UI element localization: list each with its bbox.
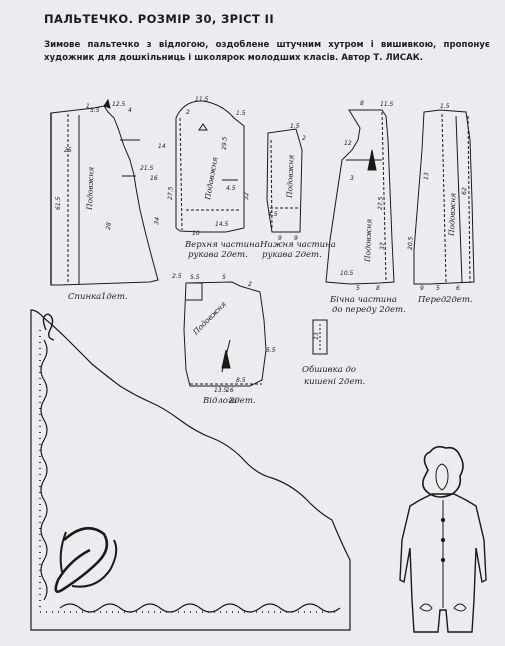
upper_sleeve-measurement: 1.5 — [236, 110, 246, 117]
upper-sleeve-piece — [175, 100, 245, 233]
article-description: Зимове пальтечко з відлогою, оздоблене ш… — [44, 39, 490, 65]
front-grain: Подовжня — [447, 193, 458, 237]
side-front-count: до переду 2дет. — [332, 305, 406, 315]
girl-figure-illustration — [399, 445, 487, 633]
back-measurement: 5.5 — [90, 107, 100, 114]
back-measurement: 28 — [105, 222, 113, 231]
upper_sleeve-measurement: 2 — [186, 109, 190, 116]
embroidery-panel — [30, 309, 351, 631]
back-measurement: 25 — [64, 147, 72, 154]
upper_sleeve-measurement: 27.5 — [167, 186, 174, 200]
front-measurement: 6 — [456, 285, 460, 292]
side_front-measurement: 27.5 — [377, 196, 384, 210]
back-count: 1дет. — [101, 292, 128, 302]
side_front-measurement: 10.5 — [340, 270, 354, 277]
back-measurement: 2.5 — [172, 273, 182, 280]
hood-measurement: 5.5 — [266, 347, 276, 354]
front-measurement: 5 — [436, 285, 440, 292]
pocket-measurement: 13 — [313, 332, 320, 340]
back-piece — [50, 98, 159, 286]
side_front-measurement: 3 — [350, 175, 354, 182]
page-title: ПАЛЬТЕЧКО. РОЗМІР 30, ЗРІСТ II — [44, 12, 275, 26]
lower_sleeve-measurement: 2 — [302, 135, 306, 142]
author-name: Т. ЛИСАК. — [373, 53, 424, 63]
upper_sleeve-measurement: 29.5 — [221, 136, 228, 150]
side_front-measurement: 11.5 — [380, 101, 394, 108]
upper_sleeve-measurement: 10 — [192, 230, 200, 237]
hood-measurement: 2 — [248, 281, 252, 288]
side-front-piece — [325, 109, 395, 285]
side_front-measurement: 8 — [376, 285, 380, 292]
hood-measurement: 8.5 — [236, 377, 246, 384]
back-grain: Подовжня — [85, 167, 96, 211]
hood-piece — [183, 281, 267, 387]
front-measurement: 62 — [461, 187, 468, 195]
pocket-facing-label: Обшивка до — [302, 364, 356, 375]
hood-label: Відлога — [202, 396, 237, 406]
lower_sleeve-measurement: 9 — [294, 235, 298, 242]
upper-sleeve-label: Верхня частина — [184, 240, 260, 250]
lower_sleeve-measurement: 9 — [278, 235, 282, 242]
upper_sleeve-measurement: 14.5 — [215, 221, 229, 228]
front-measurement: 9 — [420, 285, 424, 292]
upper-sleeve-grain: Подовжня — [203, 156, 220, 201]
front-count: 2дет. — [445, 295, 473, 305]
hood-measurement: 16 — [226, 387, 234, 394]
side_front-measurement: 8 — [360, 100, 364, 107]
side_front-measurement: 12 — [344, 140, 352, 147]
lower-sleeve-piece — [266, 128, 303, 233]
lower_sleeve-measurement: 4.5 — [268, 211, 278, 218]
pocket-facing-piece — [312, 319, 328, 355]
front-piece — [413, 109, 475, 285]
front-measurement: 20.5 — [407, 236, 414, 250]
side_front-measurement: 37 — [379, 242, 386, 250]
back-label: Спинка — [68, 292, 101, 302]
side_front-measurement: 5 — [356, 285, 360, 292]
hood-count: 2дет. — [228, 396, 256, 406]
lower-sleeve-count: рукава 2дет. — [262, 250, 322, 260]
back-measurement: 61.5 — [55, 196, 62, 210]
front-label: Перед — [417, 295, 447, 305]
hood-measurement: 5.5 — [190, 274, 200, 281]
back-measurement: 1 — [86, 103, 90, 110]
lower_sleeve-measurement: 1.5 — [290, 123, 300, 130]
piece-labels: Спинка 1дет. Подовжня Верхня частина рук… — [68, 155, 473, 406]
back-measurement: 21.5 — [140, 165, 154, 172]
side-front-grain: Подовжня — [363, 219, 374, 263]
upper_sleeve-measurement: 4.5 — [226, 185, 236, 192]
upper_sleeve-measurement: 32 — [243, 192, 250, 200]
lower-sleeve-grain: Подовжня — [285, 155, 296, 199]
hood-measurement: 13.5 — [214, 387, 228, 394]
measurement-labels: 61.512.55.521.52834252.514164111.527.510… — [55, 96, 468, 394]
side-front-label: Бічна частина — [329, 295, 397, 305]
back-measurement: 12.5 — [112, 101, 126, 108]
front-measurement: 1.5 — [440, 103, 450, 110]
back-measurement: 34 — [153, 216, 161, 225]
hood-measurement: 5 — [222, 274, 226, 281]
upper-sleeve-count: рукава 2дет. — [188, 250, 248, 260]
upper_sleeve-measurement: 11.5 — [195, 96, 209, 103]
pocket-facing-count: кишені 2дет. — [304, 377, 365, 387]
hood-grain: Подовжня — [190, 300, 228, 338]
description-text: Зимове пальтечко з відлогою, оздоблене ш… — [44, 40, 490, 63]
back-measurement: 14 — [158, 143, 166, 150]
back-measurement: 16 — [150, 175, 158, 182]
lower-sleeve-label: Нижня частина — [259, 240, 336, 250]
front-measurement: 13 — [423, 172, 430, 180]
back-measurement: 4 — [128, 107, 132, 114]
